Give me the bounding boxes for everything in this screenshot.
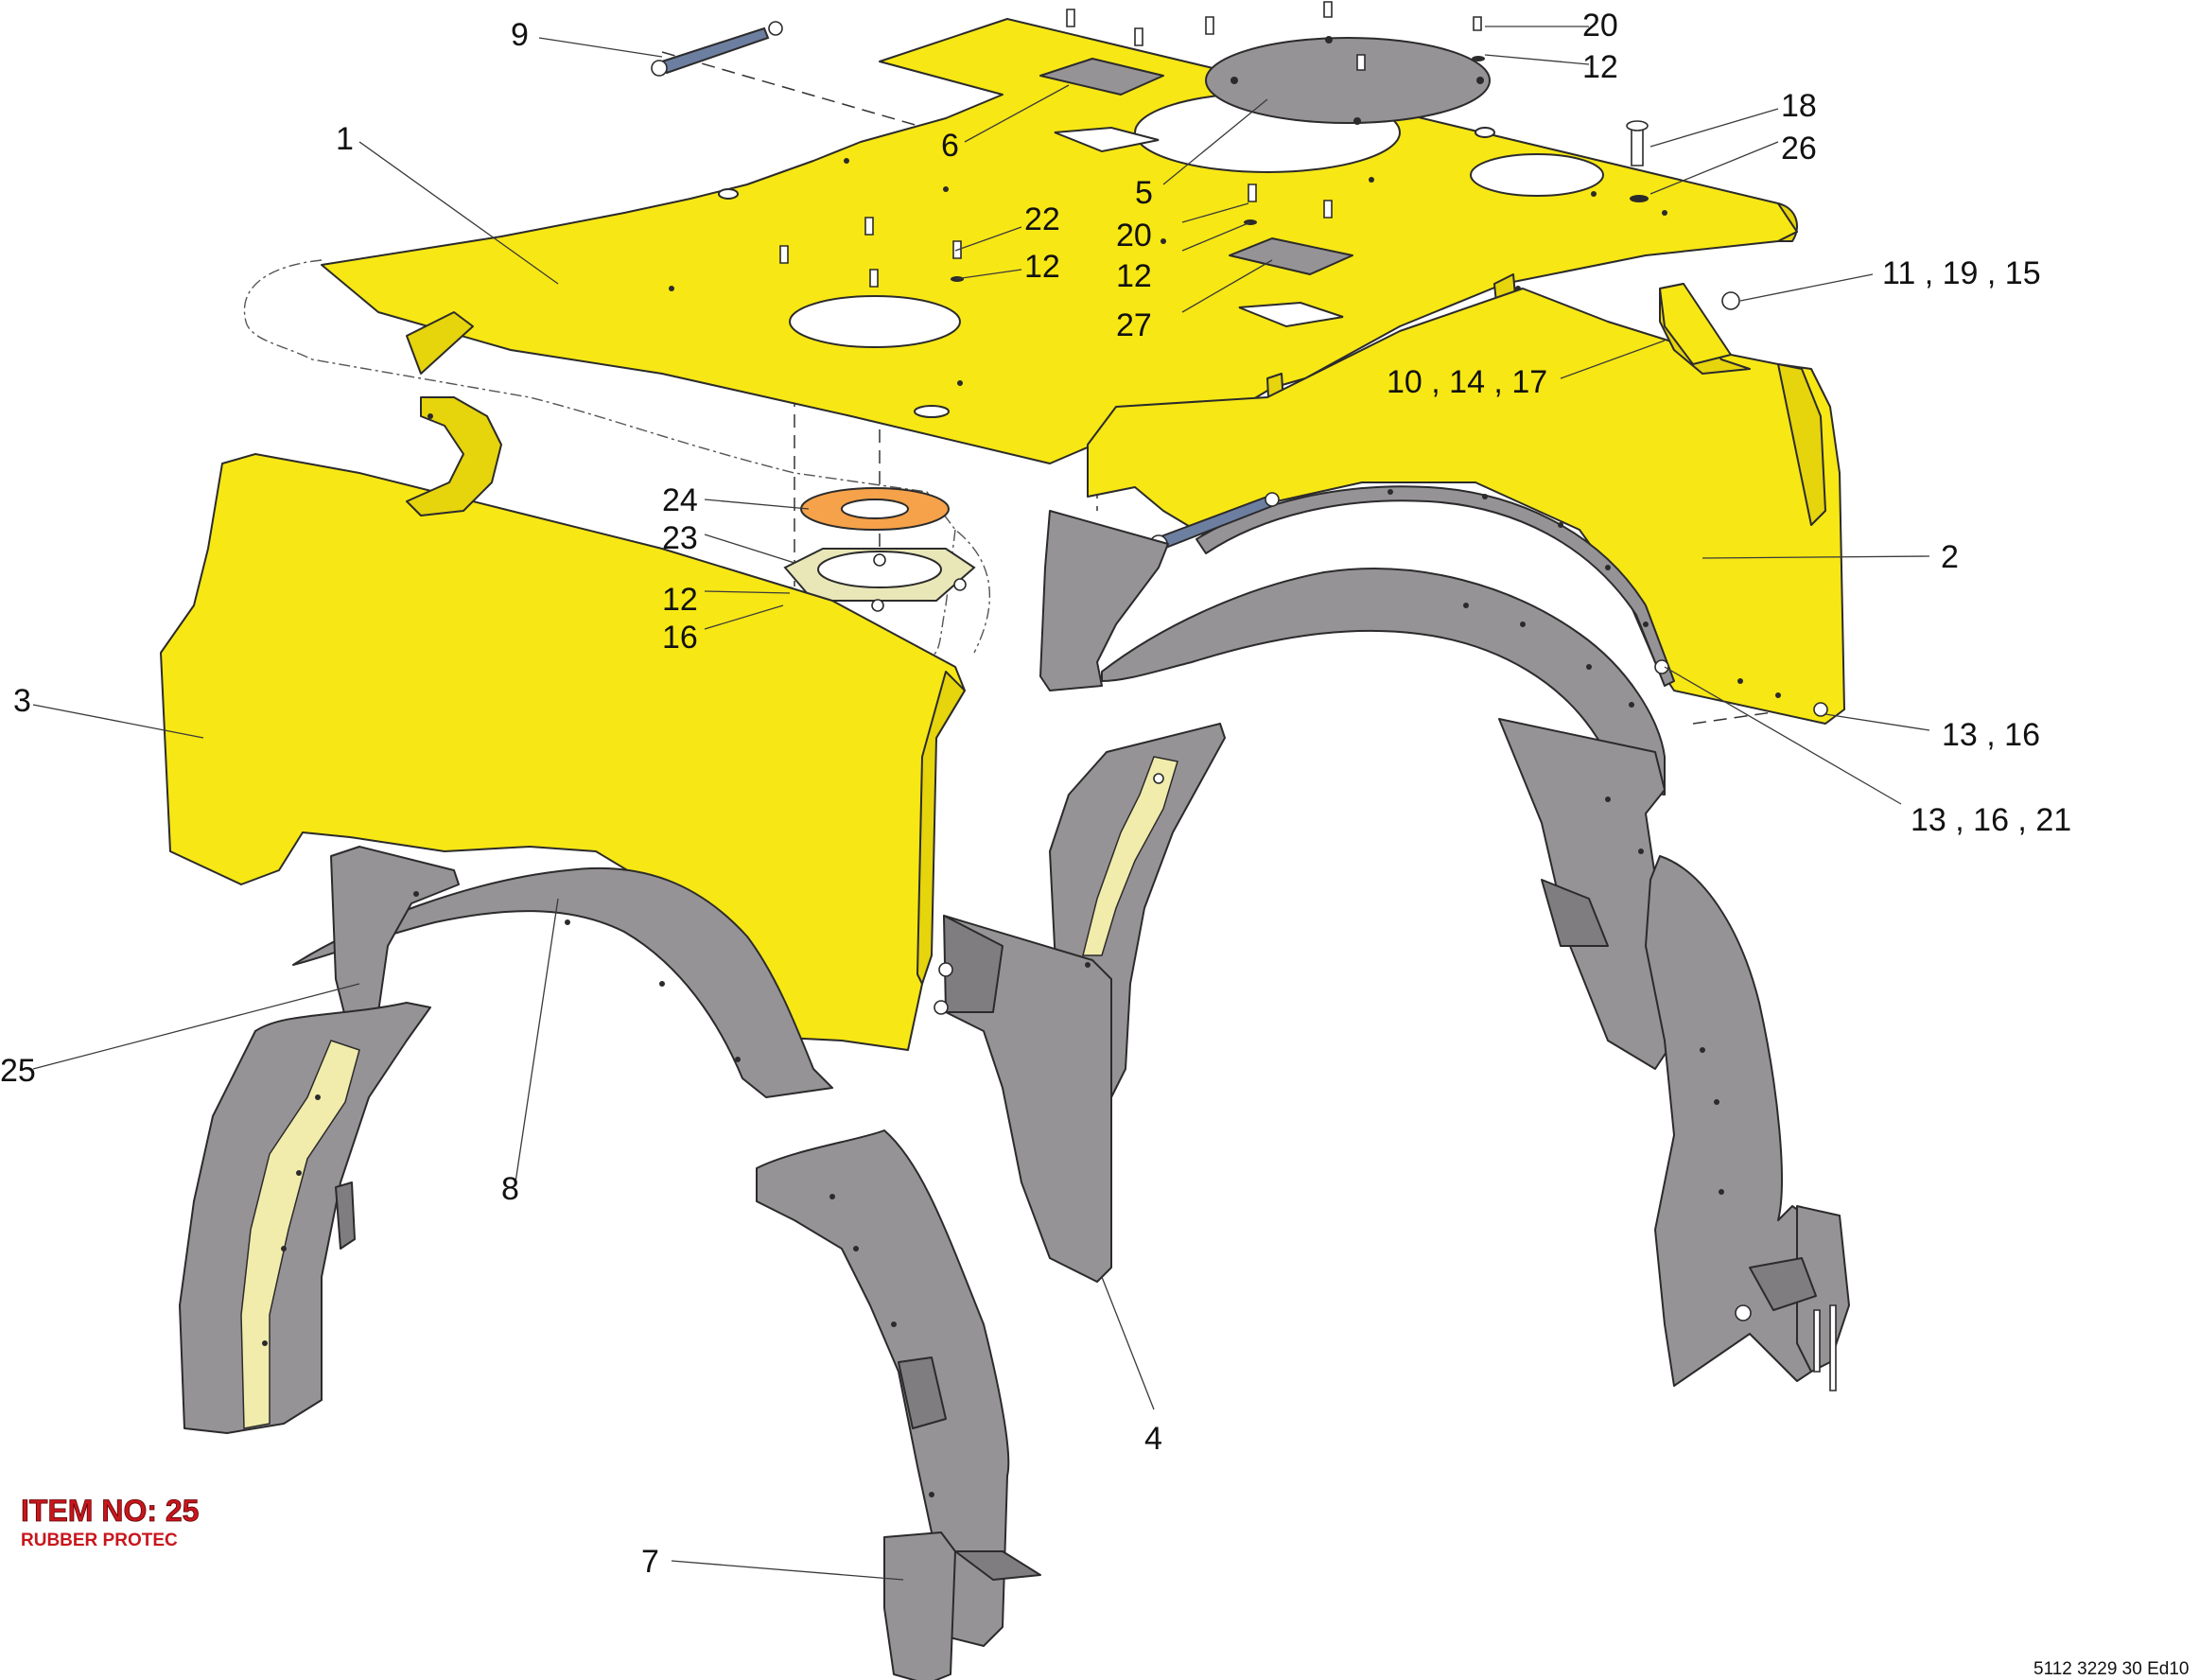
callout-20-middle: 20 <box>1116 218 1152 254</box>
rubber-flap-7 <box>756 1129 1041 1680</box>
part-code: 5112 3229 30 Ed10 <box>2033 1659 2189 1679</box>
right-fender-panel <box>1087 283 1845 725</box>
callout-12-middle: 12 <box>1116 258 1152 294</box>
callout-3: 3 <box>13 683 31 719</box>
callout-12-left: 12 <box>1024 249 1060 285</box>
rect-opening-middle <box>1238 301 1344 328</box>
square-cover-plate-27 <box>1229 237 1353 275</box>
opening-right <box>1470 153 1604 197</box>
callout-23: 23 <box>662 520 698 556</box>
round-cover-plate <box>1205 36 1491 125</box>
callout-22: 22 <box>1024 201 1060 237</box>
opening-center <box>789 295 961 348</box>
callout-27: 27 <box>1116 307 1152 343</box>
rubber-arch-left <box>292 846 833 1098</box>
rubber-arch-right <box>1101 568 1675 1070</box>
callout-18: 18 <box>1781 88 1817 124</box>
bolts-and-washers <box>779 1 1649 288</box>
callout-25: 25 <box>0 1053 36 1089</box>
callout-24: 24 <box>662 482 698 518</box>
rect-opening-top <box>1054 126 1160 153</box>
callout-9: 9 <box>511 17 529 53</box>
item-note-title: ITEM NO: 25 <box>21 1494 199 1528</box>
callout-12-top: 12 <box>1582 49 1618 85</box>
rubber-flap-left-front <box>179 1002 431 1434</box>
gas-strut-top <box>651 21 783 77</box>
item-note: ITEM NO: 25 RUBBER PROTEC <box>21 1494 200 1550</box>
callout-8: 8 <box>501 1171 519 1207</box>
callout-7: 7 <box>641 1544 659 1580</box>
rubber-panel-right-lower <box>1645 855 1850 1391</box>
callout-12-bottom: 12 <box>662 582 698 618</box>
callout-5: 5 <box>1135 175 1153 211</box>
callout-13-16: 13 , 16 <box>1942 717 2040 753</box>
item-note-subtitle: RUBBER PROTEC <box>21 1531 178 1550</box>
callout-16: 16 <box>662 620 698 656</box>
callout-4: 4 <box>1144 1421 1162 1457</box>
callout-20-top: 20 <box>1582 8 1618 44</box>
leader-lines <box>32 26 1930 1581</box>
gasket-ring <box>800 487 950 531</box>
flange-plate <box>783 548 976 612</box>
left-fender-panel <box>160 396 966 1051</box>
callout-2: 2 <box>1941 539 1959 575</box>
callout-6: 6 <box>941 128 959 164</box>
hinge-bracket <box>1659 283 1740 365</box>
callout-13-16-21: 13 , 16 , 21 <box>1911 802 2071 838</box>
callout-labels: 9 1 6 5 20 12 18 26 22 12 20 12 27 11 , … <box>0 8 2071 1580</box>
rubber-flap-4 <box>1039 510 1169 691</box>
callout-11-19-15: 11 , 19 , 15 <box>1882 255 2041 291</box>
callout-26: 26 <box>1781 131 1817 166</box>
rubber-panel-4 <box>934 915 1112 1283</box>
square-cover-plate-6 <box>1039 58 1164 96</box>
callout-10-14-17: 10 , 14 , 17 <box>1387 364 1547 400</box>
callout-1: 1 <box>336 121 354 157</box>
